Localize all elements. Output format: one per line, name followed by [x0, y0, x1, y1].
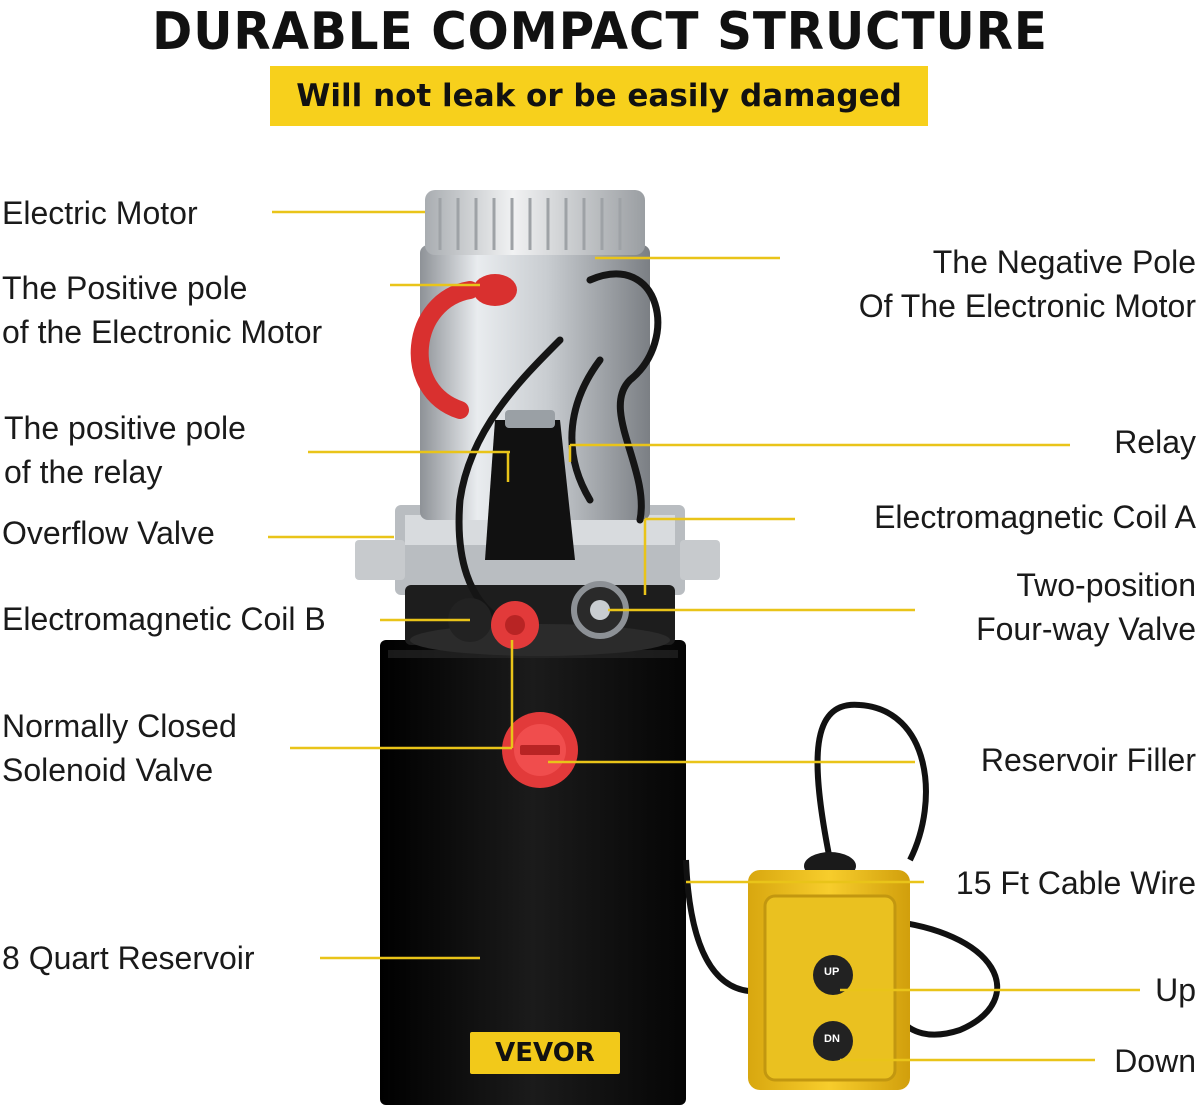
up-button	[813, 955, 853, 995]
label-cable-wire: 15 Ft Cable Wire	[955, 865, 1196, 901]
label-reservoir: 8 Quart Reservoir	[2, 940, 255, 976]
label-reservoir-filler: Reservoir Filler	[980, 742, 1196, 778]
label-electric-motor: Electric Motor	[2, 195, 198, 231]
label-positive-pole-motor: The Positive pole of the Electronic Moto…	[2, 266, 322, 354]
label-coil-a: Electromagnetic Coil A	[874, 499, 1196, 535]
label-overflow-valve: Overflow Valve	[2, 515, 215, 551]
label-coil-b: Electromagnetic Coil B	[2, 601, 326, 637]
label-negative-pole-motor-line1: The Negative Pole	[932, 244, 1196, 280]
label-solenoid-valve-line2: Solenoid Valve	[2, 752, 214, 788]
label-positive-pole-relay-line1: The positive pole	[4, 410, 246, 446]
label-positive-pole-motor-line2: of the Electronic Motor	[2, 314, 323, 350]
brand-logo: VEVOR	[470, 1032, 620, 1074]
label-two-position-valve-line1: Two-position	[1016, 567, 1196, 603]
label-relay: Relay	[1114, 424, 1196, 460]
label-solenoid-valve: Normally Closed Solenoid Valve	[2, 704, 237, 792]
label-positive-pole-relay-line2: of the relay	[4, 454, 163, 490]
label-two-position-valve-line2: Four-way Valve	[976, 611, 1196, 647]
subtitle-text: Will not leak or be easily damaged	[296, 78, 902, 114]
positive-cable	[410, 281, 479, 419]
label-down: Down	[1114, 1043, 1196, 1079]
label-positive-pole-motor-line1: The Positive pole	[2, 270, 248, 306]
down-button	[813, 1021, 853, 1061]
label-up: Up	[1155, 972, 1196, 1008]
remote-pendant	[748, 870, 910, 1090]
label-two-position-valve: Two-position Four-way Valve	[976, 563, 1196, 651]
label-negative-pole-motor: The Negative Pole Of The Electronic Moto…	[859, 240, 1196, 328]
wiring-harness	[455, 270, 662, 624]
label-positive-pole-relay: The positive pole of the relay	[4, 406, 246, 494]
page-title: DURABLE COMPACT STRUCTURE	[152, 2, 1048, 62]
label-negative-pole-motor-line2: Of The Electronic Motor	[858, 288, 1196, 324]
electric-motor	[420, 190, 650, 560]
down-button-label: DN	[824, 1033, 840, 1045]
subtitle-banner: Will not leak or be easily damaged	[270, 66, 928, 126]
leader-lines	[268, 210, 1140, 1062]
label-solenoid-valve-line1: Normally Closed	[2, 708, 237, 744]
up-button-label: UP	[824, 966, 840, 978]
